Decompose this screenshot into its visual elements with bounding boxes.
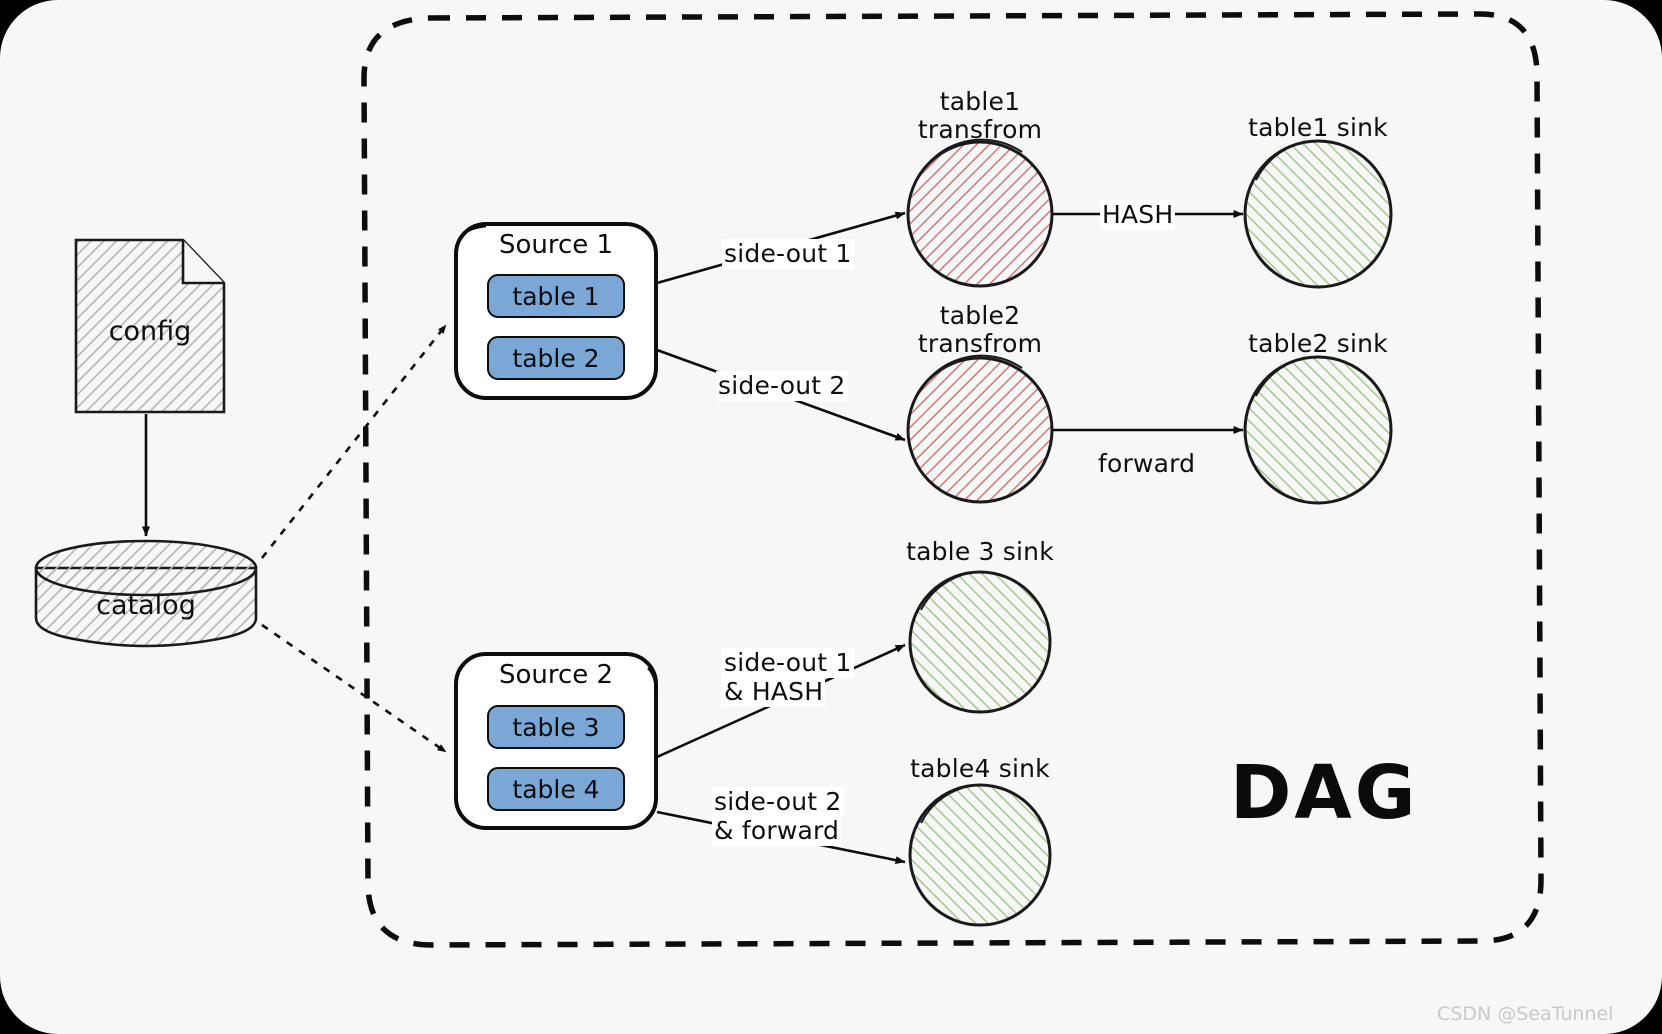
- table2-transform-circle: [906, 354, 1054, 504]
- table4-sink-label: table4 sink: [910, 754, 1050, 783]
- table1-sink-circle: [1243, 139, 1393, 289]
- dag-badge-label: DAG: [1230, 750, 1419, 836]
- table2-transform-label-line2: transfrom: [917, 329, 1043, 358]
- table2-sink-label: table2 sink: [1248, 329, 1388, 358]
- source2-table-4-chip[interactable]: table 4: [487, 767, 625, 811]
- source2-table-3-chip[interactable]: table 3: [487, 705, 625, 749]
- edge-label-side-out-1-and-hash-line1: side-out 1: [722, 648, 854, 678]
- edge-label-side-out-2-and-forward-line1: side-out 2: [712, 787, 844, 817]
- edge-catalog-to-source1: [260, 324, 448, 559]
- edge-label-hash: HASH: [1100, 200, 1176, 230]
- table1-sink-label: table1 sink: [1248, 113, 1388, 142]
- watermark-label: CSDN @SeaTunnel: [1437, 1003, 1614, 1025]
- edge-label-forward: forward: [1098, 449, 1196, 478]
- table2-sink-circle: [1243, 355, 1393, 505]
- table3-sink-circle: [908, 570, 1052, 714]
- edge-label-side-out-2-and-forward-line2: & forward: [712, 816, 842, 846]
- table1-transform-circle: [906, 138, 1054, 288]
- edge-catalog-to-source2: [261, 623, 447, 754]
- table4-sink-circle: [908, 783, 1052, 927]
- source1-table-1-chip[interactable]: table 1: [487, 274, 625, 318]
- source2-title: Source 2: [498, 660, 614, 690]
- config-label: config: [108, 316, 192, 347]
- catalog-label: catalog: [96, 590, 196, 621]
- table1-transform-label-line1: table1: [939, 87, 1021, 116]
- table1-transform-label-line2: transfrom: [917, 115, 1043, 144]
- edge-label-side-out-1-and-hash-line2: & HASH: [722, 677, 826, 707]
- edge-label-side-out-1: side-out 1: [722, 239, 854, 269]
- source1-table-2-chip[interactable]: table 2: [487, 336, 625, 380]
- table3-sink-label: table 3 sink: [906, 537, 1054, 566]
- table2-transform-label-line1: table2: [939, 301, 1021, 330]
- source1-title: Source 1: [498, 230, 614, 260]
- edge-label-side-out-2: side-out 2: [716, 371, 848, 401]
